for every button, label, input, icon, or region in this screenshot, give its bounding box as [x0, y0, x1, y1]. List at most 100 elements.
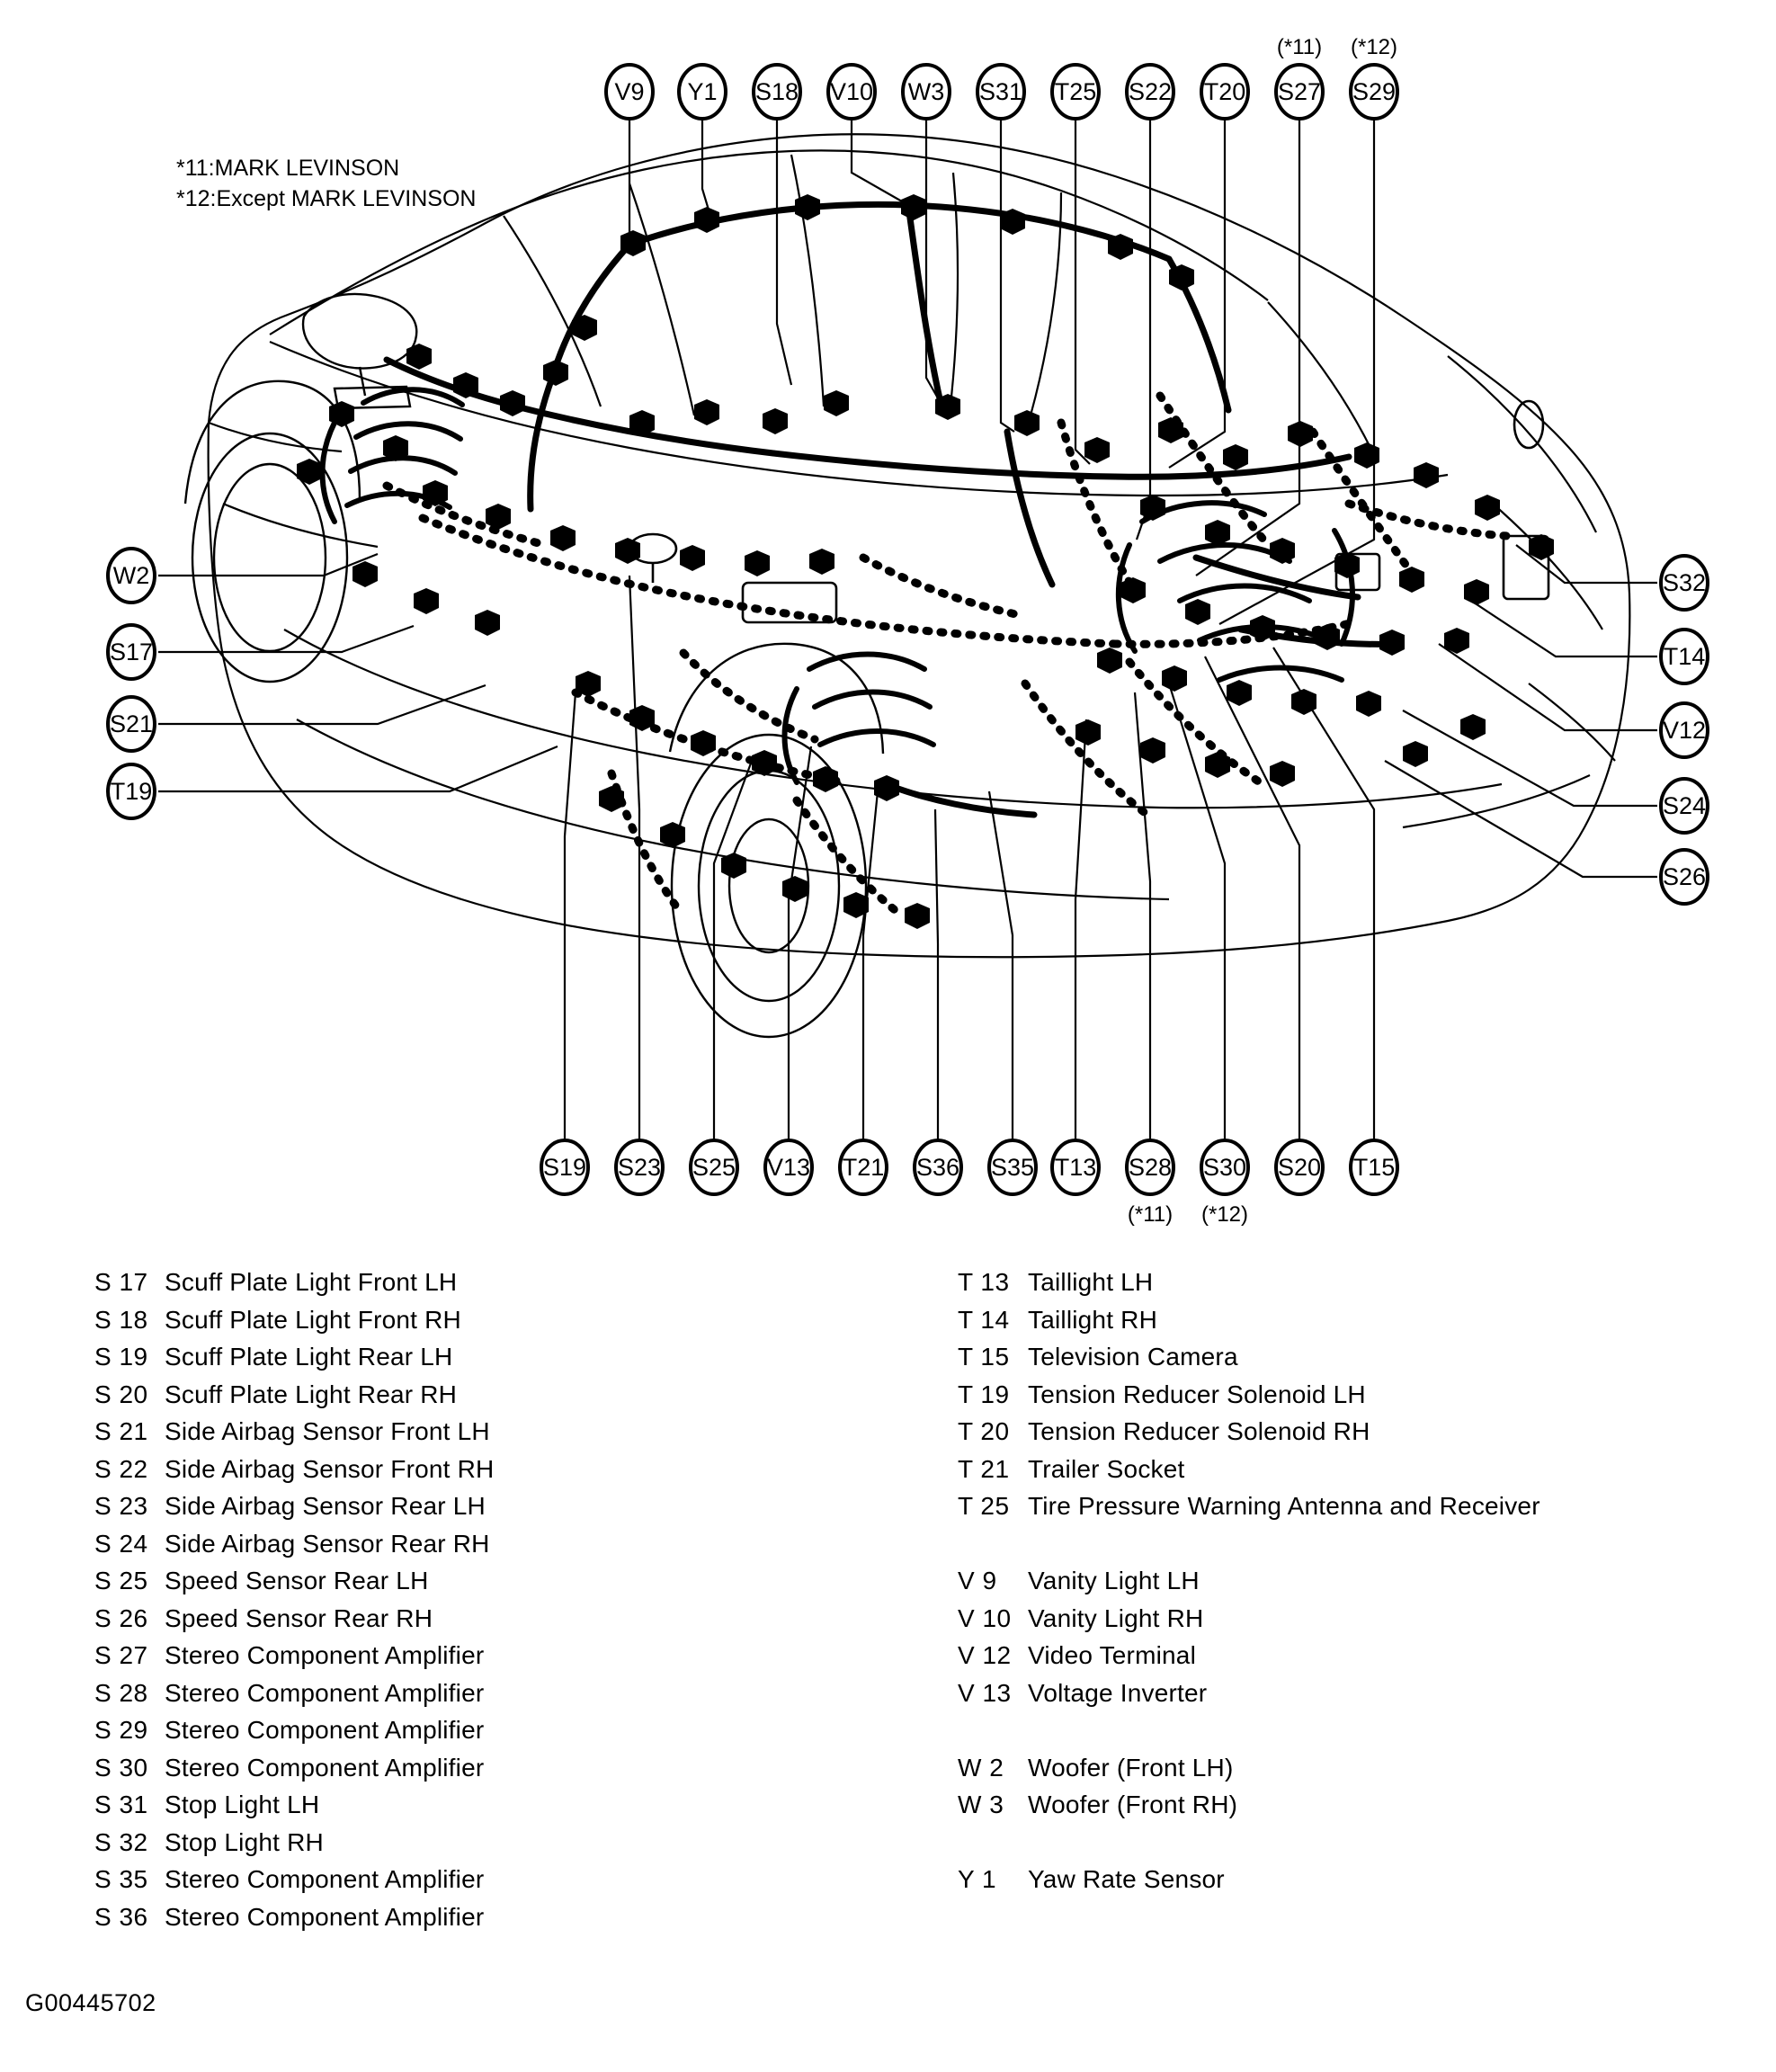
legend-description: Scuff Plate Light Rear LH	[165, 1343, 453, 1371]
callout-left-s17[interactable]: S17	[106, 623, 156, 681]
callout-circle	[106, 695, 156, 753]
callout-label: S27	[1278, 78, 1321, 105]
legend-description: Speed Sensor Rear LH	[165, 1567, 429, 1594]
legend-row: T 13 Taillight LH	[958, 1268, 1540, 1306]
legend-code: S 36	[94, 1902, 148, 1931]
legend-code: S 25	[94, 1567, 148, 1594]
legend-code: V 10	[958, 1603, 1012, 1632]
callout-label: S18	[755, 78, 799, 105]
callout-label: S31	[979, 78, 1022, 105]
callout-left-s21[interactable]: S21	[106, 695, 156, 753]
callout-right-s26[interactable]: S26	[1659, 848, 1709, 906]
callout-label: V10	[830, 78, 873, 105]
legend-code: T 15	[958, 1343, 1010, 1371]
callout-bottom-v13[interactable]: V13	[763, 1139, 814, 1196]
callout-circle	[976, 63, 1026, 121]
callout-bottom-t15[interactable]: T15	[1349, 1139, 1399, 1196]
legend-row: S 25 Speed Sensor Rear LH	[94, 1567, 494, 1604]
callout-bottom-s28[interactable]: S28(*11)	[1125, 1139, 1175, 1227]
callout-top-y1[interactable]: Y1	[677, 63, 727, 121]
callout-label: S21	[110, 710, 153, 737]
callout-bottom-t21[interactable]: T21	[838, 1139, 888, 1196]
callout-circle	[677, 63, 727, 121]
front-harness-bundle	[319, 387, 465, 524]
callout-top-v9[interactable]: V9	[604, 63, 655, 121]
note-line-1: *11:MARK LEVINSON	[176, 156, 400, 181]
callout-label: W3	[908, 78, 945, 105]
leader-lines-right	[1384, 544, 1657, 879]
callout-circle	[689, 1139, 739, 1196]
callout-circle	[1659, 554, 1709, 612]
legend-description: Stereo Component Amplifier	[165, 1865, 485, 1893]
callout-left-w2[interactable]: W2	[106, 547, 156, 604]
callout-right-s24[interactable]: S24	[1659, 777, 1709, 835]
callout-bottom-s20[interactable]: S20	[1274, 1139, 1325, 1196]
callout-label: T15	[1353, 1154, 1396, 1181]
legend-code: W 2	[958, 1753, 1004, 1782]
callout-bottom-s36[interactable]: S36	[913, 1139, 963, 1196]
legend-description: Side Airbag Sensor Front LH	[165, 1417, 490, 1445]
callout-right-s32[interactable]: S32	[1659, 554, 1709, 612]
callout-top-s31[interactable]: S31	[976, 63, 1026, 121]
callout-bottom-s19[interactable]: S19	[540, 1139, 590, 1196]
callout-top-t25[interactable]: T25	[1050, 63, 1101, 121]
callout-top-s18[interactable]: S18	[752, 63, 802, 121]
legend-code: S 28	[94, 1678, 148, 1707]
legend-code: T 20	[958, 1417, 1010, 1445]
legend-description: Stop Light LH	[165, 1791, 320, 1818]
callout-left-t19[interactable]: T19	[106, 763, 156, 820]
callout-label: S20	[1278, 1154, 1321, 1181]
callout-top-w3[interactable]: W3	[901, 63, 951, 121]
callout-circle	[1050, 1139, 1101, 1196]
callout-label: S32	[1663, 569, 1706, 596]
legend-description: Scuff Plate Light Rear RH	[165, 1380, 458, 1408]
callout-circle	[106, 547, 156, 604]
legend-description: Tension Reducer Solenoid LH	[1028, 1380, 1366, 1408]
callout-label: S35	[991, 1154, 1034, 1181]
callout-circle	[604, 63, 655, 121]
callout-right-t14[interactable]: T14	[1659, 628, 1709, 685]
vehicle-outline	[207, 133, 1631, 959]
legend-code: S 20	[94, 1380, 148, 1408]
callout-bottom-s35[interactable]: S35	[987, 1139, 1038, 1196]
legend-description: Tension Reducer Solenoid RH	[1028, 1417, 1370, 1445]
callout-top-s22[interactable]: S22	[1125, 63, 1175, 121]
legend-description: Tire Pressure Warning Antenna and Receiv…	[1028, 1492, 1540, 1520]
callout-top-s27[interactable]: S27(*11)	[1274, 35, 1325, 121]
callout-top-s29[interactable]: S29(*12)	[1349, 35, 1399, 121]
callout-bottom-s25[interactable]: S25	[689, 1139, 739, 1196]
legend-code: S 17	[94, 1268, 148, 1296]
mark-levinson-notes: *11:MARK LEVINSON *12:Except MARK LEVINS…	[176, 153, 476, 214]
callout-top-t20[interactable]: T20	[1200, 63, 1250, 121]
callout-circle	[826, 63, 877, 121]
callout-right-v12[interactable]: V12	[1659, 701, 1709, 759]
legend-description: Voltage Inverter	[1028, 1678, 1208, 1707]
callout-bottom-t13[interactable]: T13	[1050, 1139, 1101, 1196]
callout-bottom-s23[interactable]: S23	[614, 1139, 665, 1196]
legend-description: Taillight LH	[1028, 1268, 1154, 1296]
callout-bottom-s30[interactable]: S30(*12)	[1200, 1139, 1250, 1227]
callout-top-v10[interactable]: V10	[826, 63, 877, 121]
legend-code: T 13	[958, 1268, 1010, 1296]
legend-description: Television Camera	[1028, 1343, 1238, 1371]
legend-code: S 18	[94, 1305, 148, 1334]
legend-code: T 19	[958, 1380, 1010, 1408]
legend-description: Side Airbag Sensor Front RH	[165, 1454, 495, 1483]
legend-description: Trailer Socket	[1028, 1454, 1185, 1483]
callout-circle	[1274, 63, 1325, 121]
legend-code: S 29	[94, 1716, 148, 1744]
